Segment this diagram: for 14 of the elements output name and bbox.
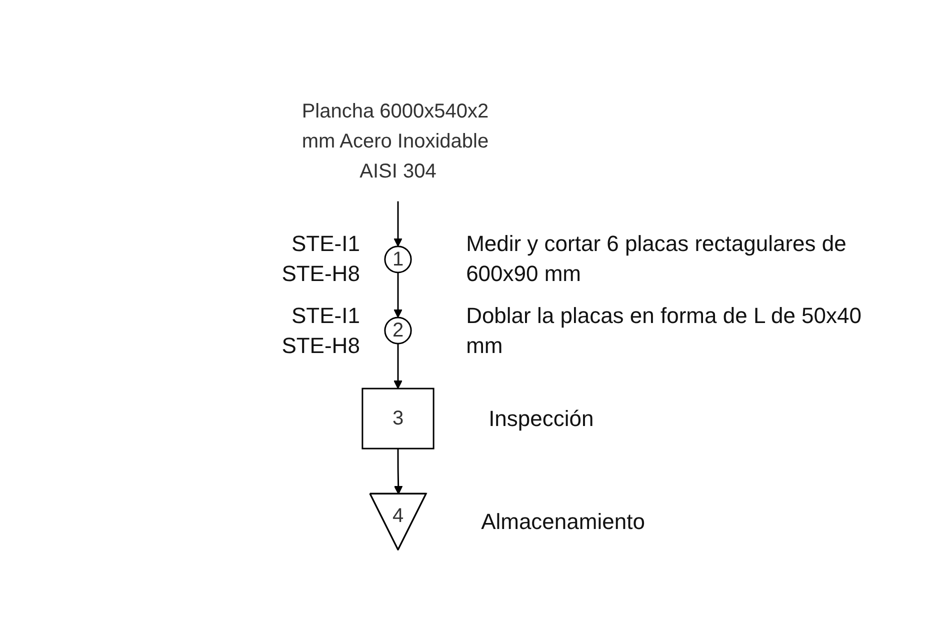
step-description: Almacenamiento	[481, 508, 646, 536]
arrow	[394, 272, 402, 318]
step-description: Doblar la placas en forma de L de 50x40 mm	[466, 302, 862, 360]
station-code: STE-I1 STE-H8	[280, 230, 360, 288]
step-description: Inspección	[488, 404, 595, 433]
arrow	[394, 448, 403, 494]
node-box: 3	[362, 388, 434, 450]
node-circle: 1	[384, 246, 412, 274]
node-text: Plancha 6000x540x2 mm Acero Inoxidable AISI 304	[302, 100, 489, 182]
arrow	[394, 201, 402, 247]
step-description: Medir y cortar 6 placas rectagulares de 600x90 mm	[466, 230, 848, 288]
arrow	[394, 344, 402, 389]
station-code: STE-I1 STE-H8	[280, 302, 360, 360]
node-circle: 2	[384, 316, 412, 344]
